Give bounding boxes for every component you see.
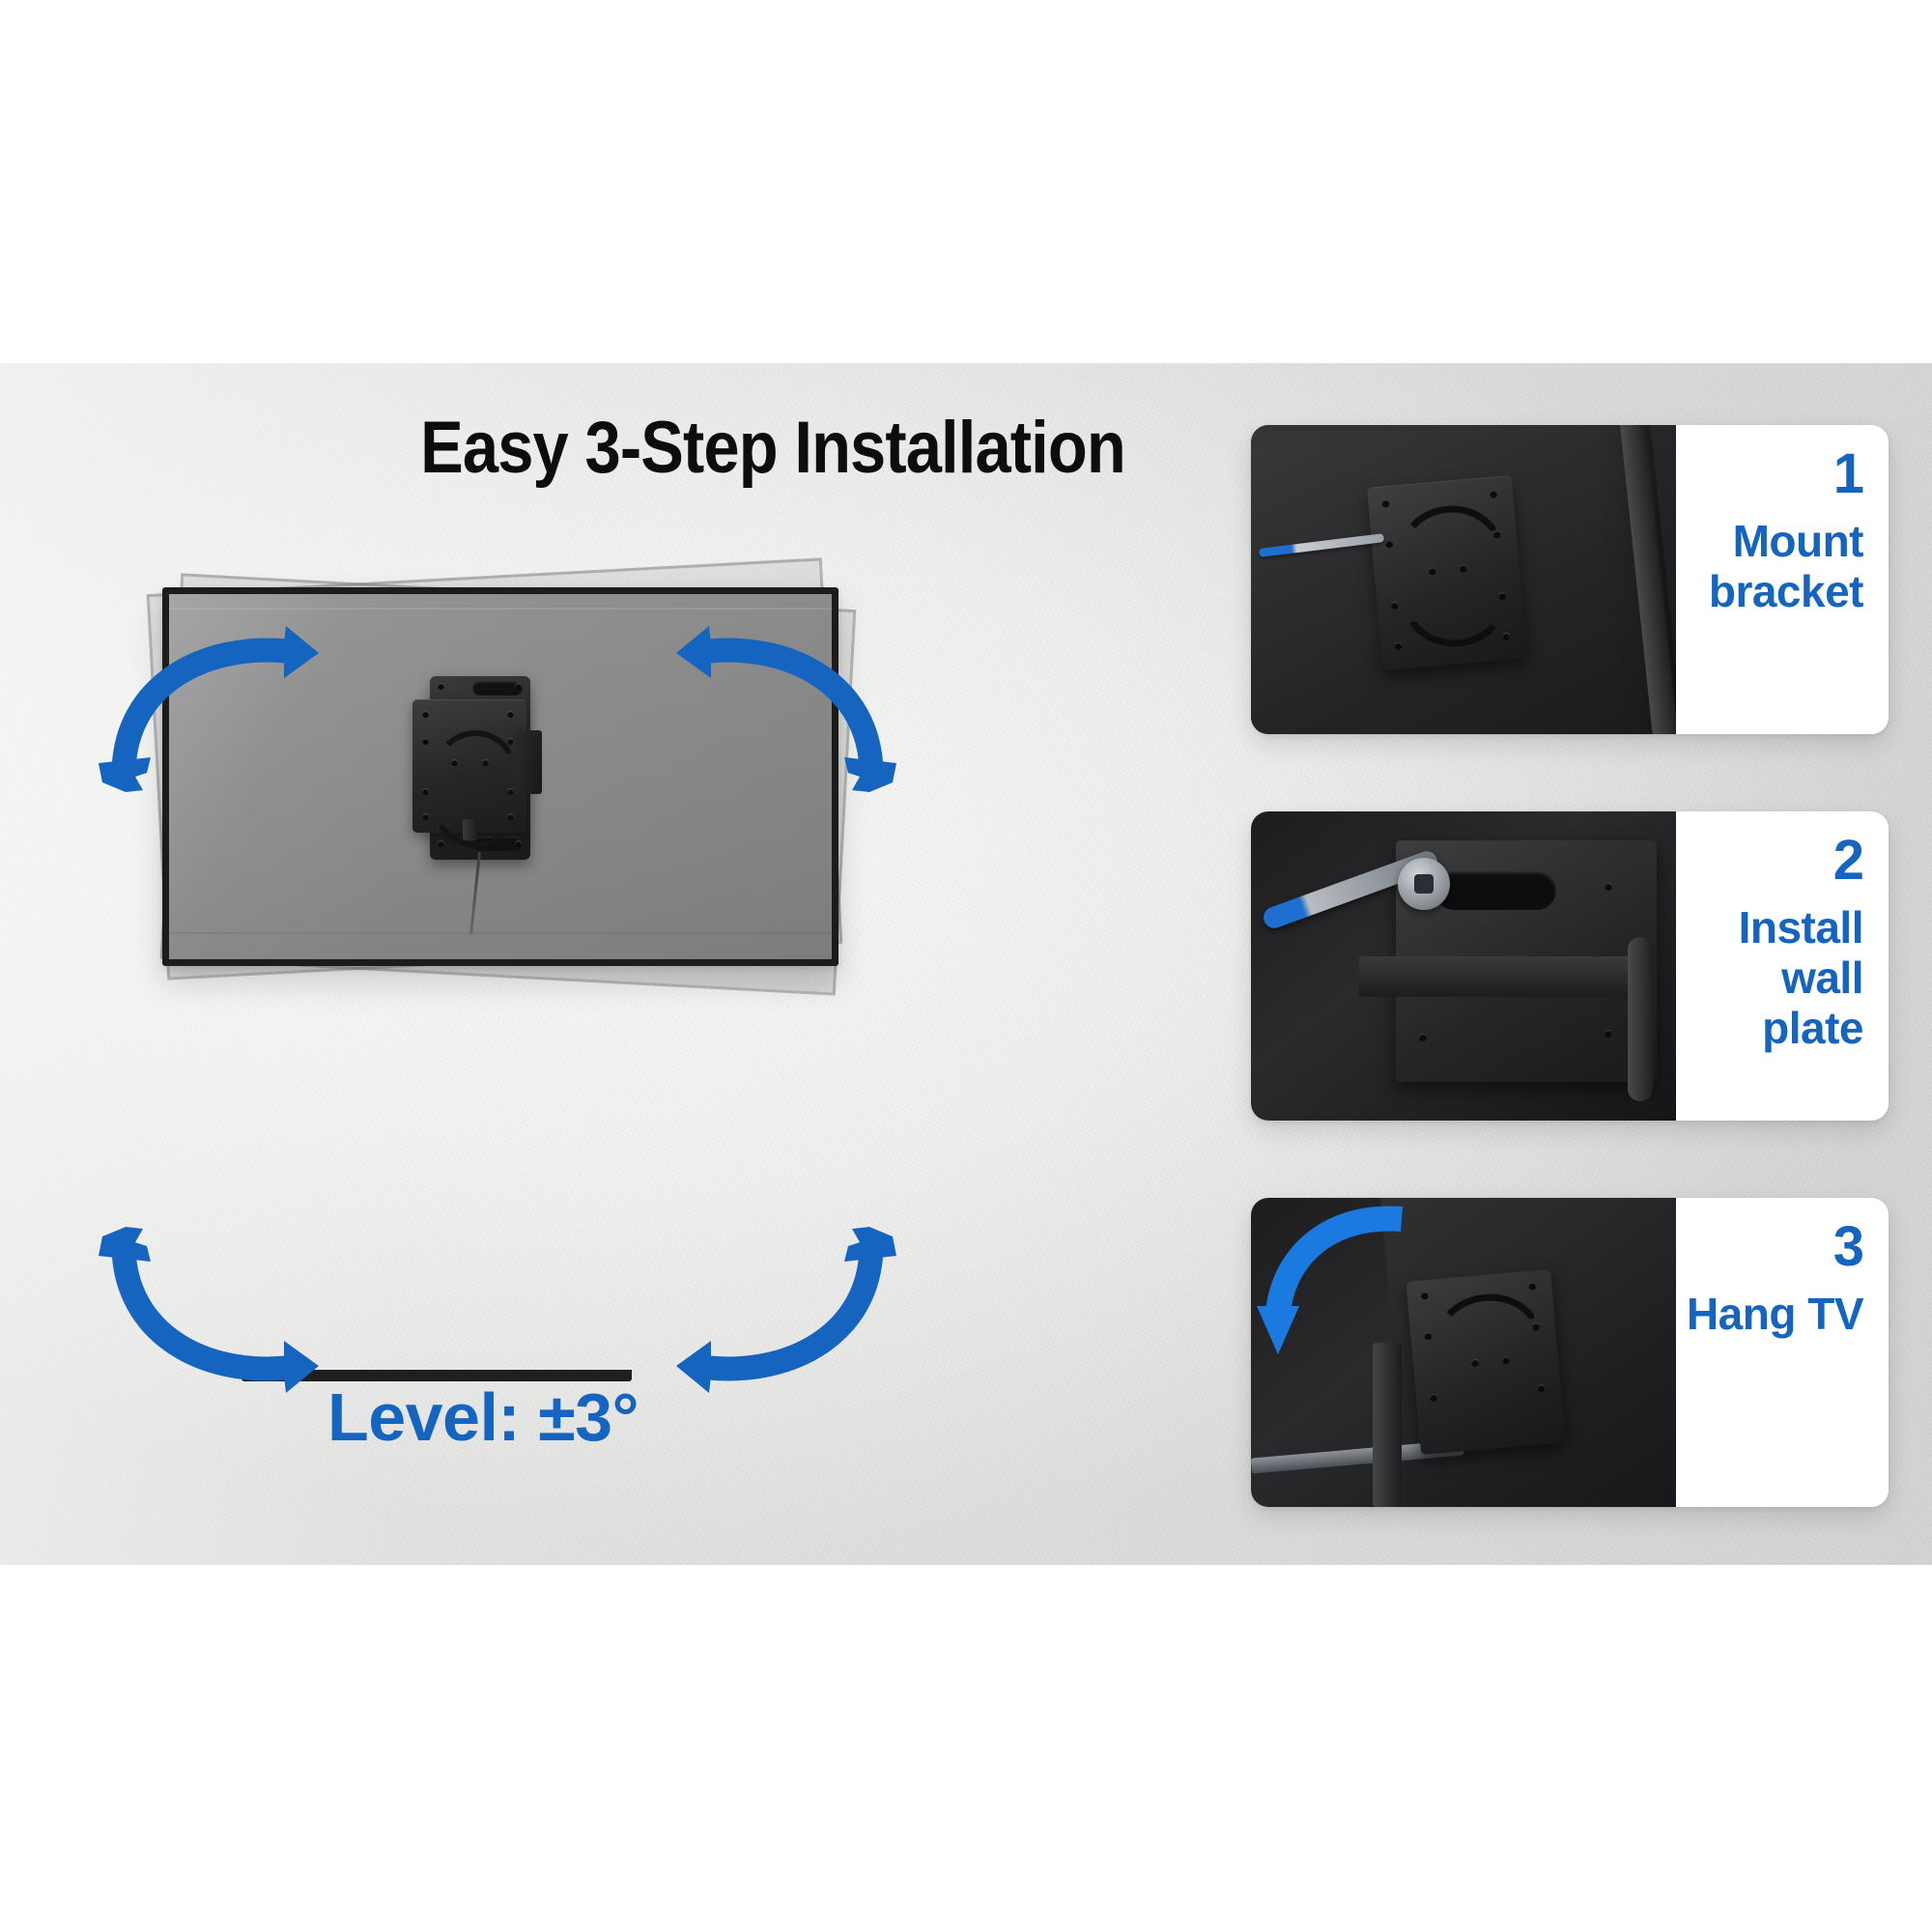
wall-plate-rail (1359, 956, 1649, 997)
step-card-1[interactable]: 1 Mount bracket (1251, 425, 1889, 734)
curved-double-arrow-icon (676, 626, 896, 792)
bracket-arc-top (1394, 500, 1505, 559)
step-card-2[interactable]: 2 Install wall plate (1251, 811, 1889, 1121)
bracket-slot-bottom (472, 837, 523, 851)
step-3-label: Hang TV (1686, 1289, 1864, 1339)
bracket-slot-top (472, 681, 523, 696)
curved-down-arrow-icon (1257, 1206, 1403, 1354)
vesa-bracket (412, 676, 548, 935)
wall-plate-post (1628, 937, 1653, 1101)
wall-plate-post (1373, 1343, 1402, 1507)
step-1-label-line1: Mount (1732, 516, 1864, 566)
step-2-label-line1: Install (1738, 902, 1864, 952)
step-2-number: 2 (1833, 829, 1864, 892)
step-1-label-line2: bracket (1708, 566, 1864, 616)
bracket-arc-top (434, 730, 517, 771)
curved-double-arrow-icon (99, 1227, 319, 1393)
step-1-caption: 1 Mount bracket (1676, 425, 1889, 734)
curved-double-arrow-icon (99, 626, 319, 792)
wall-plate-slot (1435, 871, 1556, 910)
step-2-label: Install wall plate (1686, 902, 1864, 1053)
step-1-photo (1251, 425, 1676, 734)
tv-seam-top (169, 608, 832, 610)
step-3-number: 3 (1833, 1215, 1864, 1278)
step-2-label-line2: wall plate (1762, 952, 1863, 1053)
tv-seam-bottom (169, 932, 832, 934)
bracket-arc-top (1431, 1289, 1543, 1346)
step-3-label-line1: Hang TV (1686, 1289, 1864, 1339)
ratchet-head-icon (1398, 858, 1450, 910)
step-3-caption: 3 Hang TV (1676, 1198, 1889, 1507)
step-1-number: 1 (1833, 442, 1864, 505)
step-3-photo (1251, 1198, 1676, 1507)
bracket-vesa-plate (412, 699, 526, 848)
step-2-photo (1251, 811, 1676, 1121)
step-cards: 1 Mount bracket (1251, 425, 1889, 1575)
bracket-plate (1367, 474, 1527, 671)
level-caption: Level: ±3° (327, 1379, 639, 1455)
step-card-3[interactable]: 3 Hang TV (1251, 1198, 1889, 1507)
step-1-label: Mount bracket (1708, 516, 1864, 616)
bracket-pin (463, 819, 478, 840)
curved-double-arrow-icon (676, 1227, 896, 1393)
bracket-arm (513, 730, 542, 794)
tv-bottom-edge (242, 1370, 632, 1381)
page-title: Easy 3-Step Installation (420, 407, 1126, 489)
bracket-arc-bottom (1402, 593, 1513, 651)
step-2-caption: 2 Install wall plate (1676, 811, 1889, 1121)
